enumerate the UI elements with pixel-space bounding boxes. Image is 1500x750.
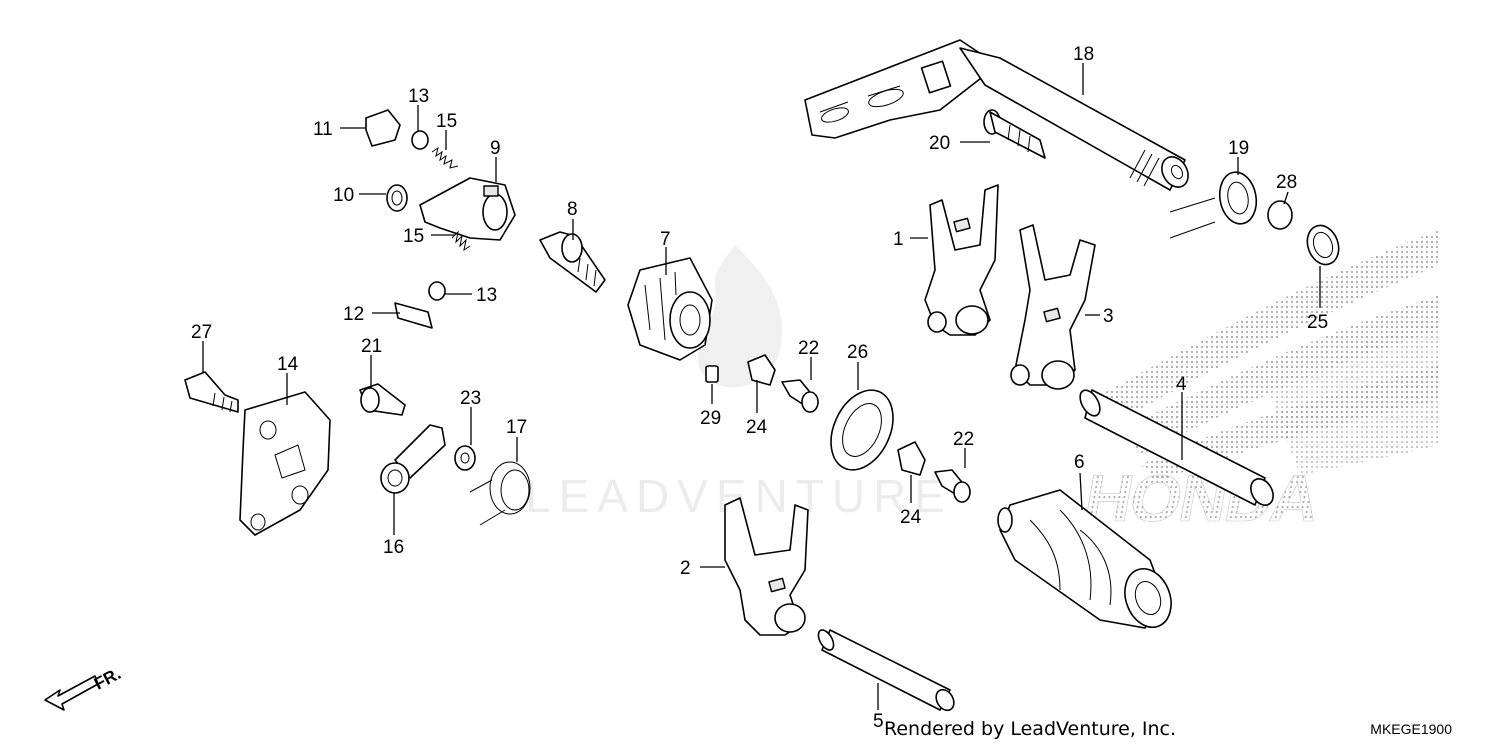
callout-10: 10 <box>333 185 354 206</box>
part-2-shift-fork <box>724 497 809 636</box>
callout-16: 16 <box>383 537 404 558</box>
callout-24-lower: 24 <box>900 507 922 528</box>
part-24-stopper-plate-lower <box>897 441 926 476</box>
part-15-spring-lower <box>451 230 471 252</box>
diagram-code: MKEGE1900 <box>1370 721 1452 737</box>
callout-6: 6 <box>1074 452 1085 473</box>
front-direction-arrow: FR. <box>44 664 124 711</box>
part-25-washer <box>1306 224 1340 266</box>
part-24-stopper-plate <box>747 354 776 386</box>
callout-19: 19 <box>1228 138 1249 159</box>
part-13-pin <box>411 130 429 150</box>
part-16-arm <box>380 424 446 494</box>
callout-labels: 1 2 3 4 5 6 7 8 9 10 11 12 13 13 14 15 1… <box>191 44 1328 732</box>
part-20-bolt <box>983 109 1046 159</box>
footer-credit: Rendered by LeadVenture, Inc. <box>884 718 1177 740</box>
callout-26: 26 <box>847 342 868 363</box>
callout-11: 11 <box>313 119 333 140</box>
part-1-shift-fork <box>924 184 999 336</box>
callout-20: 20 <box>929 133 950 154</box>
part-28-circlip <box>1267 200 1293 230</box>
part-18-shift-spindle <box>804 39 1189 191</box>
callout-9: 9 <box>490 138 501 159</box>
callout-29: 29 <box>700 408 721 429</box>
callout-13-lower: 13 <box>476 285 497 306</box>
part-29-dowel-pin <box>705 365 719 383</box>
part-17-spring <box>469 461 531 526</box>
callout-28: 28 <box>1276 172 1297 193</box>
part-23-washer <box>454 445 476 471</box>
callout-14: 14 <box>277 354 299 375</box>
part-15-spring <box>431 146 459 169</box>
leader-lines <box>202 63 1321 710</box>
part-11-block <box>365 109 401 147</box>
callout-15-lower: 15 <box>403 226 424 247</box>
callout-24: 24 <box>746 417 768 438</box>
part-5-guide-shaft <box>817 629 955 712</box>
part-10-collar <box>386 184 408 212</box>
callout-3: 3 <box>1103 306 1114 327</box>
part-13-pin-lower <box>428 281 446 301</box>
part-14-plate <box>239 391 331 536</box>
part-7-drum-center <box>627 257 713 361</box>
part-26-oil-seal <box>830 389 894 471</box>
part-3-shift-fork <box>1010 224 1096 390</box>
part-22-bolt <box>781 379 819 413</box>
part-21-bolt <box>359 383 406 416</box>
part-19-spring <box>1169 171 1258 239</box>
callout-8: 8 <box>567 199 578 220</box>
callout-15: 15 <box>436 111 457 132</box>
part-27-bolt <box>184 371 239 413</box>
callout-21: 21 <box>361 336 382 357</box>
part-9-stopper-arm <box>419 177 516 241</box>
callout-5: 5 <box>873 711 884 732</box>
part-6-shift-drum <box>997 489 1172 629</box>
callout-17: 17 <box>506 417 527 438</box>
part-4-fork-shaft <box>1079 389 1274 506</box>
callout-7: 7 <box>660 229 671 250</box>
callout-4: 4 <box>1176 374 1187 395</box>
callout-25: 25 <box>1307 312 1328 333</box>
direction-label: FR. <box>91 664 124 694</box>
part-22-bolt-lower <box>934 469 971 503</box>
callout-2: 2 <box>680 558 691 579</box>
callout-13: 13 <box>408 86 429 107</box>
part-12-pin <box>394 302 433 329</box>
callout-12: 12 <box>343 304 364 325</box>
callout-23: 23 <box>460 388 481 409</box>
callout-22-lower: 22 <box>953 429 974 450</box>
callout-22: 22 <box>798 338 819 359</box>
callout-1: 1 <box>893 229 904 250</box>
callout-18: 18 <box>1073 44 1094 65</box>
callout-27: 27 <box>191 322 212 343</box>
part-8-bolt <box>539 231 606 293</box>
